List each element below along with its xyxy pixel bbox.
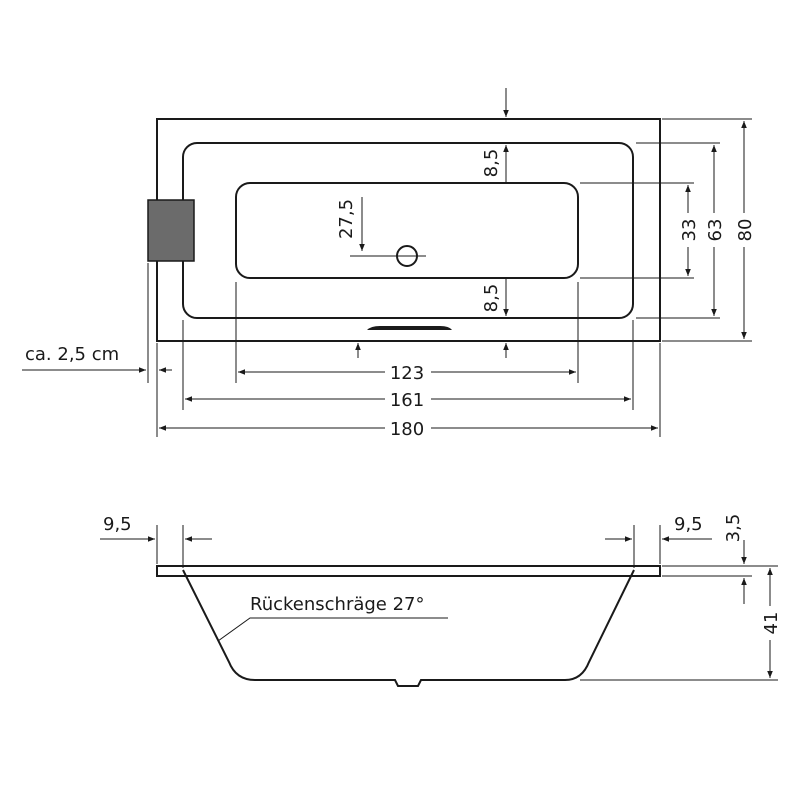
back-slope-label: Rückenschräge 27° [250, 594, 425, 615]
mid-height-label: 63 [705, 219, 726, 242]
overflow-slot [367, 326, 452, 330]
inner-height-label: 33 [679, 219, 700, 242]
side-right-rim-label: 9,5 [674, 514, 703, 535]
side-rim [156, 565, 661, 577]
inner-length-label: 123 [390, 363, 424, 384]
depth-label: 41 [761, 612, 782, 635]
side-profile [182, 569, 635, 687]
tub-basin-inner [235, 182, 579, 279]
top-view: 27,5 8,5 8,5 33 63 80 [22, 88, 756, 440]
tub-outer-rim [156, 118, 661, 342]
side-view: 9,5 9,5 3,5 41 Rückenschräge 27° [100, 514, 782, 687]
mid-length-label: 161 [390, 390, 424, 411]
back-slope-leader [217, 617, 448, 642]
drain-offset-label: 27,5 [336, 199, 357, 239]
top-depth-label: 8,5 [481, 149, 502, 178]
side-left-rim-label: 9,5 [103, 514, 132, 535]
rim-width-note: ca. 2,5 cm [25, 344, 119, 365]
tub-basin-mid [182, 142, 634, 319]
outer-length-label: 180 [390, 419, 424, 440]
outer-height-label: 80 [735, 219, 756, 242]
bottom-depth-label: 8,5 [481, 284, 502, 313]
rim-thickness-label: 3,5 [723, 514, 744, 543]
headrest [147, 199, 195, 262]
